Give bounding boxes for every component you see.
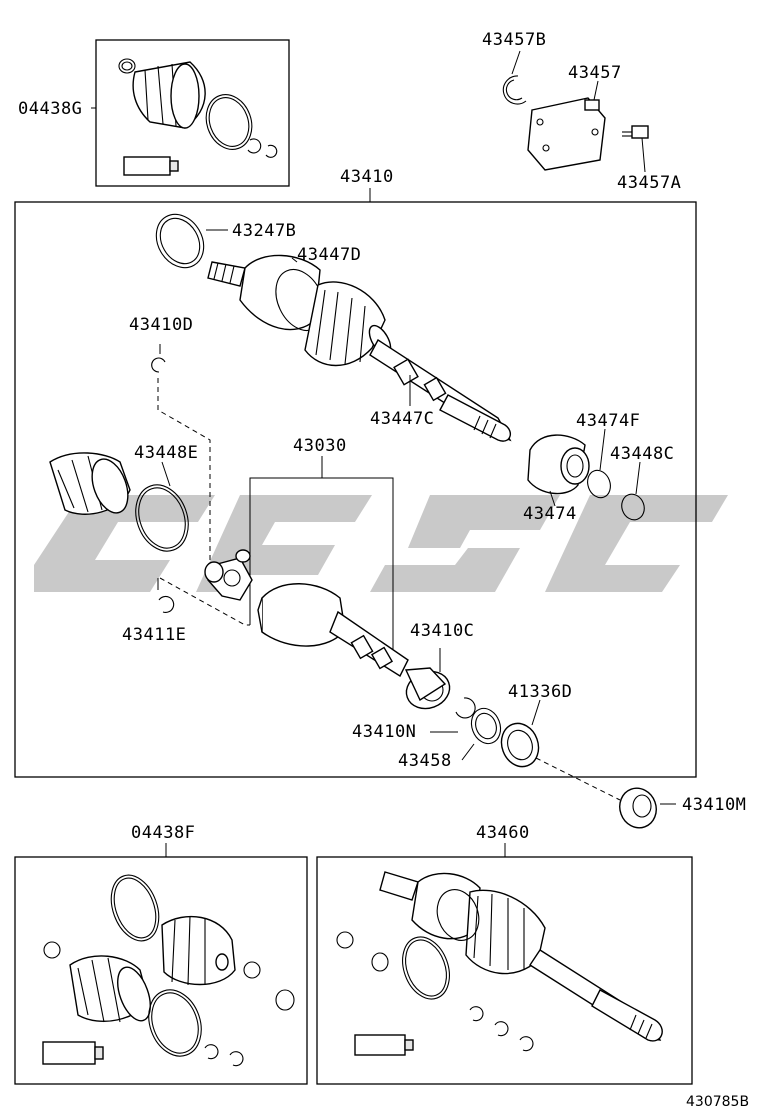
part-label-43457b: 43457B [482,30,546,50]
brand-watermark-icon [34,495,728,592]
part-label-43030: 43030 [293,436,347,456]
part-label-04438g: 04438G [18,99,82,119]
assembly-frame-43410 [14,201,697,778]
part-label-43458: 43458 [398,751,452,771]
part-label-43410c: 43410C [410,621,474,641]
seal-rings-group [461,699,621,801]
part-label-41336d: 41336D [508,682,572,702]
part-label-43448c: 43448C [610,444,674,464]
snap-ring-43410d [151,344,211,560]
part-label-43474: 43474 [523,504,577,524]
part-label-43457: 43457 [568,63,622,83]
part-label-43474f: 43474F [576,411,640,431]
part-label-43410m: 43410M [682,795,746,815]
part-label-43457a: 43457A [617,173,681,193]
kit-box-04438f [14,843,308,1085]
inner-joint-43030 [204,456,409,678]
center-bearing-43410c [404,648,476,733]
part-label-43410d: 43410D [129,315,193,335]
oil-seal-43410m [619,787,676,829]
part-label-04438f: 04438F [131,823,195,843]
part-label-43411e: 43411E [122,625,186,645]
part-label-43447d: 43447D [297,245,361,265]
part-label-43460: 43460 [476,823,530,843]
part-label-43448e: 43448E [134,443,198,463]
inner-boot-43448e [49,452,189,552]
kit-box-43460 [316,843,693,1085]
part-label-43247b: 43247B [232,221,296,241]
bearing-43474 [527,428,645,521]
part-label-43447c: 43447C [370,409,434,429]
part-label-43410: 43410 [340,167,394,187]
bearing-bracket-group [502,50,649,173]
snap-ring-43411e [157,577,250,626]
part-label-43410n: 43410N [352,722,416,742]
diagram-reference-number: 430785B [686,1094,749,1110]
kit-box-04438g [91,39,290,187]
outer-joint-shaft [155,213,512,442]
